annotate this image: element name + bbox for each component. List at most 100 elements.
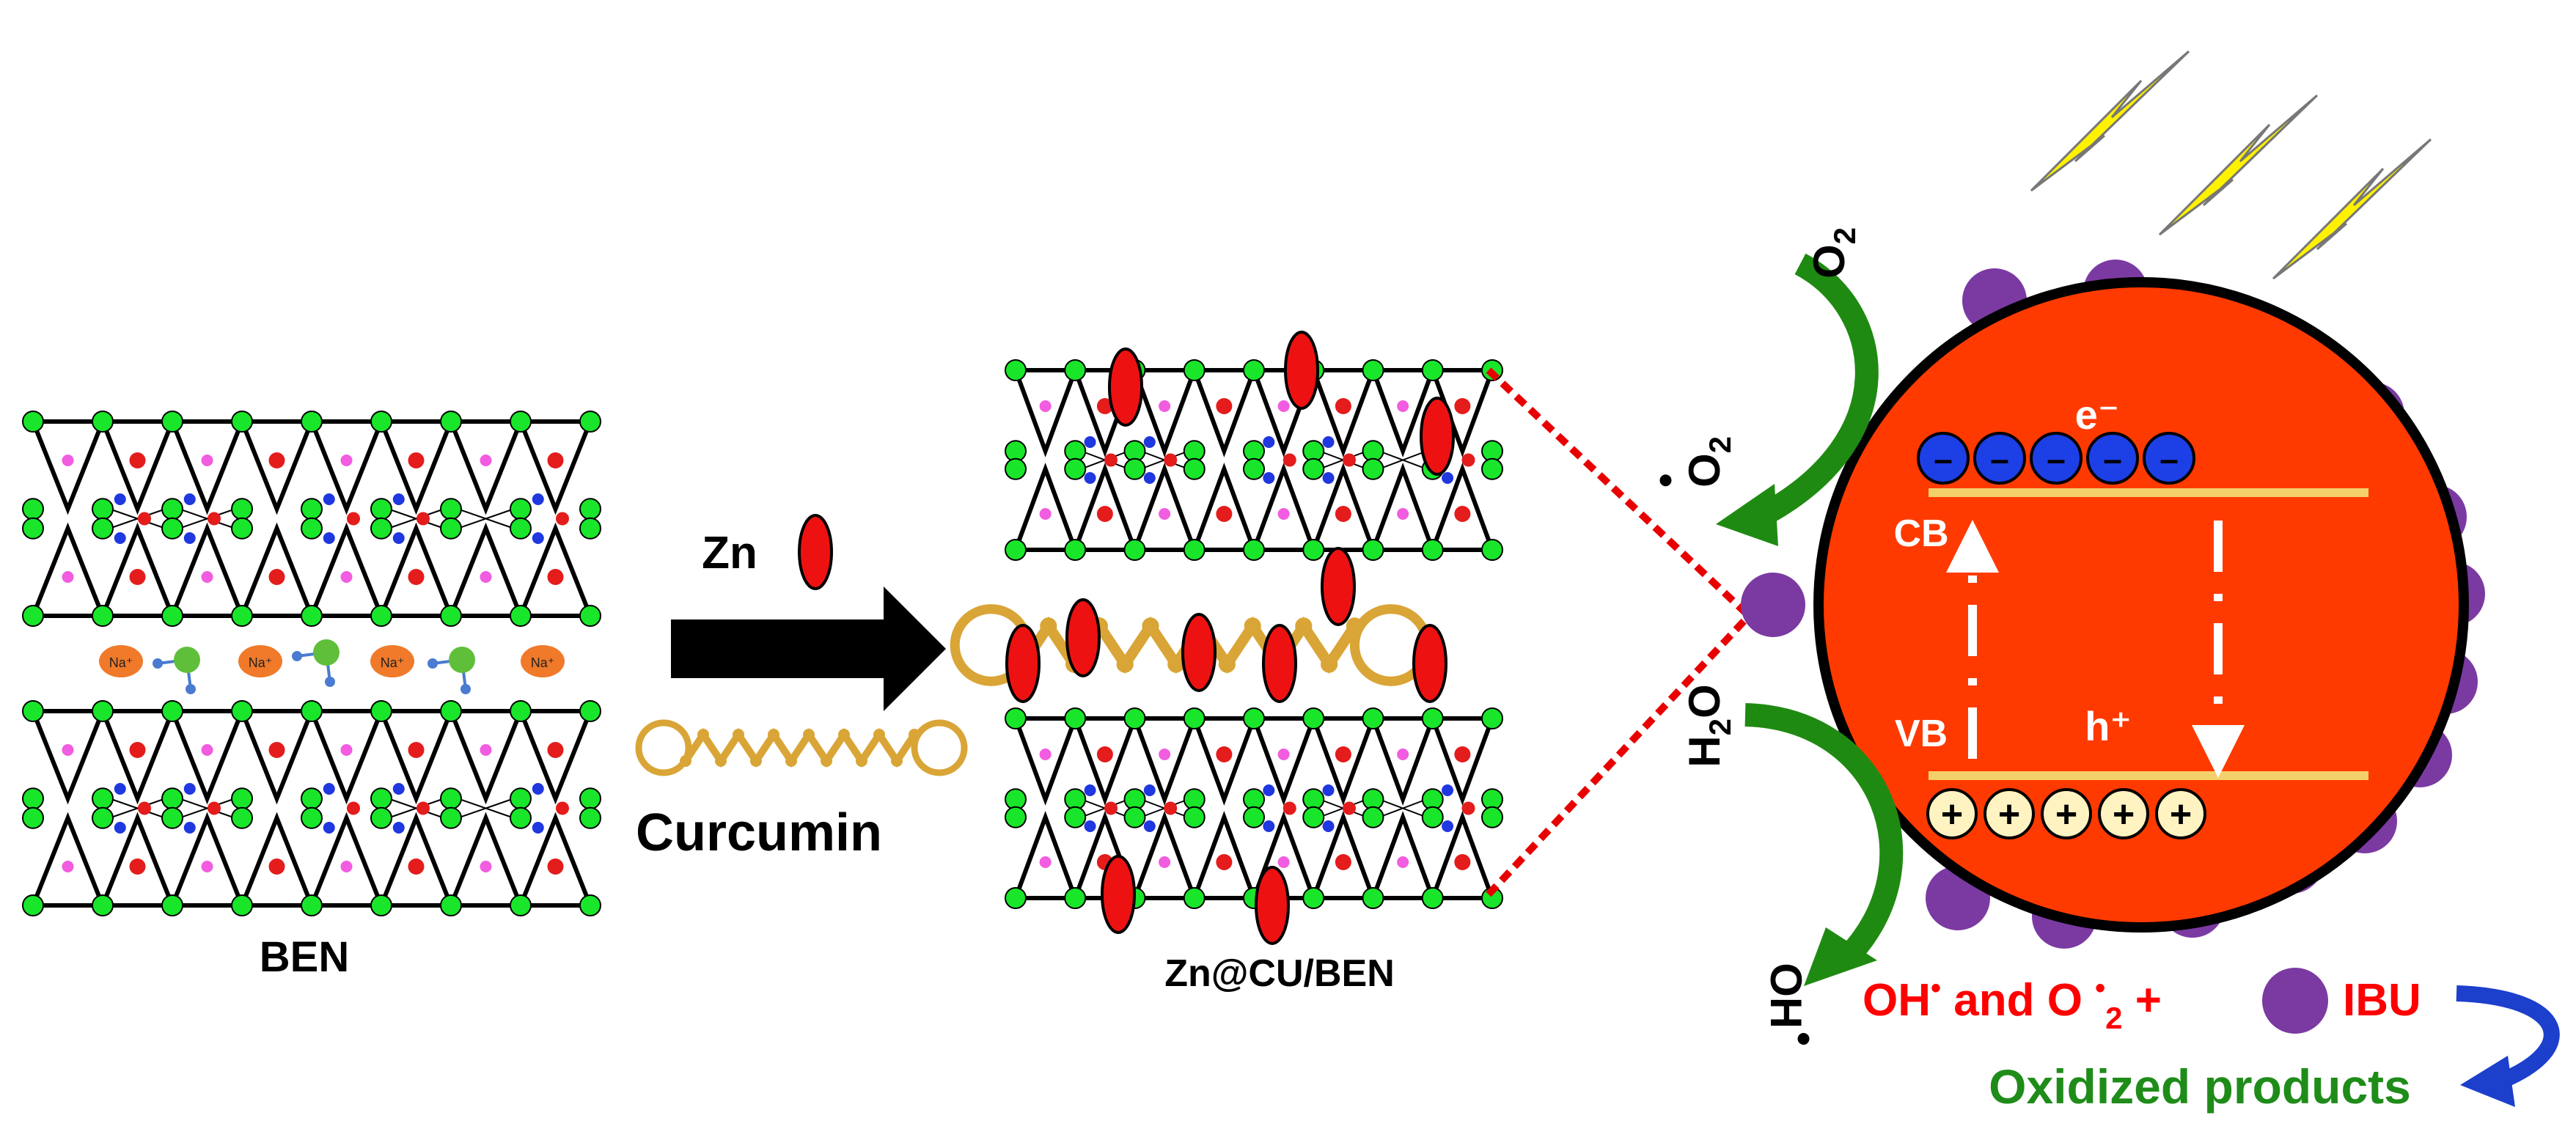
oxygen-atom xyxy=(161,700,183,722)
hole-sign: + xyxy=(2113,793,2135,836)
hole xyxy=(2155,788,2206,839)
tetrahedron xyxy=(238,812,315,908)
aluminium-atom xyxy=(183,493,196,505)
oxygen-atom xyxy=(161,498,183,521)
oxygen-atom xyxy=(161,411,183,433)
cation-atom xyxy=(1216,398,1233,414)
oxygen-atom xyxy=(22,605,44,627)
oxygen-atom xyxy=(231,700,253,722)
oxygen-atom xyxy=(510,806,532,829)
tetrahedron xyxy=(447,419,524,515)
oxygen-atom xyxy=(92,894,114,916)
aluminium-atom xyxy=(392,783,405,795)
electron-label: e⁻ xyxy=(2075,391,2120,438)
oxygen-atom xyxy=(1481,707,1503,729)
cation-atom xyxy=(480,455,492,466)
o2-label: O2 xyxy=(1805,227,1862,279)
aluminium-atom xyxy=(1322,436,1335,448)
oxygen-atom xyxy=(22,700,44,722)
oxygen-atom xyxy=(1243,707,1265,729)
tetrahedron xyxy=(1191,716,1258,806)
aluminium-atom xyxy=(1143,472,1156,484)
tetrahedron xyxy=(1131,368,1198,457)
oxygen-atom xyxy=(231,517,253,540)
water-oxygen xyxy=(174,647,200,673)
curcumin-atom xyxy=(1244,617,1261,635)
oxygen-atom xyxy=(579,700,601,722)
tetrahedron xyxy=(238,522,315,618)
reaction-arrow xyxy=(671,586,946,711)
cation-atom xyxy=(1397,400,1409,412)
cation-atom xyxy=(201,455,213,466)
oxygen-atom xyxy=(161,517,183,540)
oxygen-atom xyxy=(510,605,532,627)
tetrahedron xyxy=(99,812,176,908)
tetrahedron xyxy=(1250,463,1317,552)
electron-sign: – xyxy=(2159,440,2179,478)
oxygen-atom xyxy=(1183,359,1206,381)
tetrahedron xyxy=(29,522,106,618)
oxygen-atom xyxy=(231,411,253,433)
cation-atom xyxy=(201,744,213,756)
aluminium-atom xyxy=(1461,801,1475,815)
cation-atom xyxy=(480,744,492,756)
electron-sign: – xyxy=(1990,440,2009,478)
sodium-ion xyxy=(238,645,282,677)
aluminium-atom xyxy=(392,532,405,544)
oxygen-atom xyxy=(1362,457,1384,480)
tetrahedron xyxy=(1131,463,1198,552)
oxygen-atom xyxy=(301,605,323,627)
aluminium-atom xyxy=(1263,784,1275,796)
svg-text:OH•: OH• xyxy=(1761,963,1827,1046)
oxygen-atom xyxy=(370,806,392,829)
hole-sign: + xyxy=(2170,793,2192,836)
water-hydrogen xyxy=(460,684,471,694)
tetrahedron xyxy=(517,419,594,515)
aluminium-atom xyxy=(1461,453,1475,467)
aluminium-atom xyxy=(183,783,196,795)
tetrahedron xyxy=(447,522,524,618)
cation-atom xyxy=(1454,854,1471,870)
curcumin-atom xyxy=(803,729,815,740)
oxygen-atom xyxy=(579,605,601,627)
electron xyxy=(1973,432,2026,485)
cb-label: CB xyxy=(1893,512,1948,555)
oxygen-atom xyxy=(440,787,462,810)
oxygen-atom xyxy=(510,700,532,722)
aluminium-atom xyxy=(1143,820,1156,832)
aluminium-atom xyxy=(138,512,151,526)
svg-text:O2•: O2• xyxy=(1642,436,1737,488)
composite-structure xyxy=(950,331,1503,945)
oxygen-atom xyxy=(1362,707,1384,729)
oxygen-atom xyxy=(161,605,183,627)
aluminium-atom xyxy=(1164,801,1178,815)
oxygen-atom xyxy=(440,517,462,540)
oxygen-atom xyxy=(22,787,44,810)
cation-atom xyxy=(268,569,285,585)
oxygen-atom xyxy=(1183,457,1206,480)
cation-atom xyxy=(1454,398,1471,414)
cation-atom xyxy=(547,569,564,585)
aluminium-atom xyxy=(1442,472,1454,484)
tetrahedron xyxy=(1191,463,1258,552)
oxygen-atom xyxy=(92,605,114,627)
oxygen-atom xyxy=(440,411,462,433)
hydroxyl-radical-label: OH• xyxy=(1761,963,1827,1046)
cation-atom xyxy=(547,452,564,468)
oxygen-atom xyxy=(1421,359,1444,381)
oxygen-atom xyxy=(1362,806,1384,828)
cation-atom xyxy=(1335,854,1351,870)
oxygen-atom xyxy=(301,787,323,810)
oxygen-atom xyxy=(1123,457,1146,480)
cation-atom xyxy=(268,452,285,468)
water-hydrogen xyxy=(292,651,302,661)
tetrahedron xyxy=(29,709,106,805)
aluminium-atom xyxy=(556,801,569,815)
octahedral-bond xyxy=(1379,450,1427,470)
cation-atom xyxy=(1039,400,1052,412)
tetrahedron xyxy=(1131,811,1198,900)
curcumin-ring xyxy=(635,719,692,776)
oxygen-atom xyxy=(92,700,114,722)
aluminium-atom xyxy=(1084,820,1096,832)
aluminium-atom xyxy=(392,493,405,505)
